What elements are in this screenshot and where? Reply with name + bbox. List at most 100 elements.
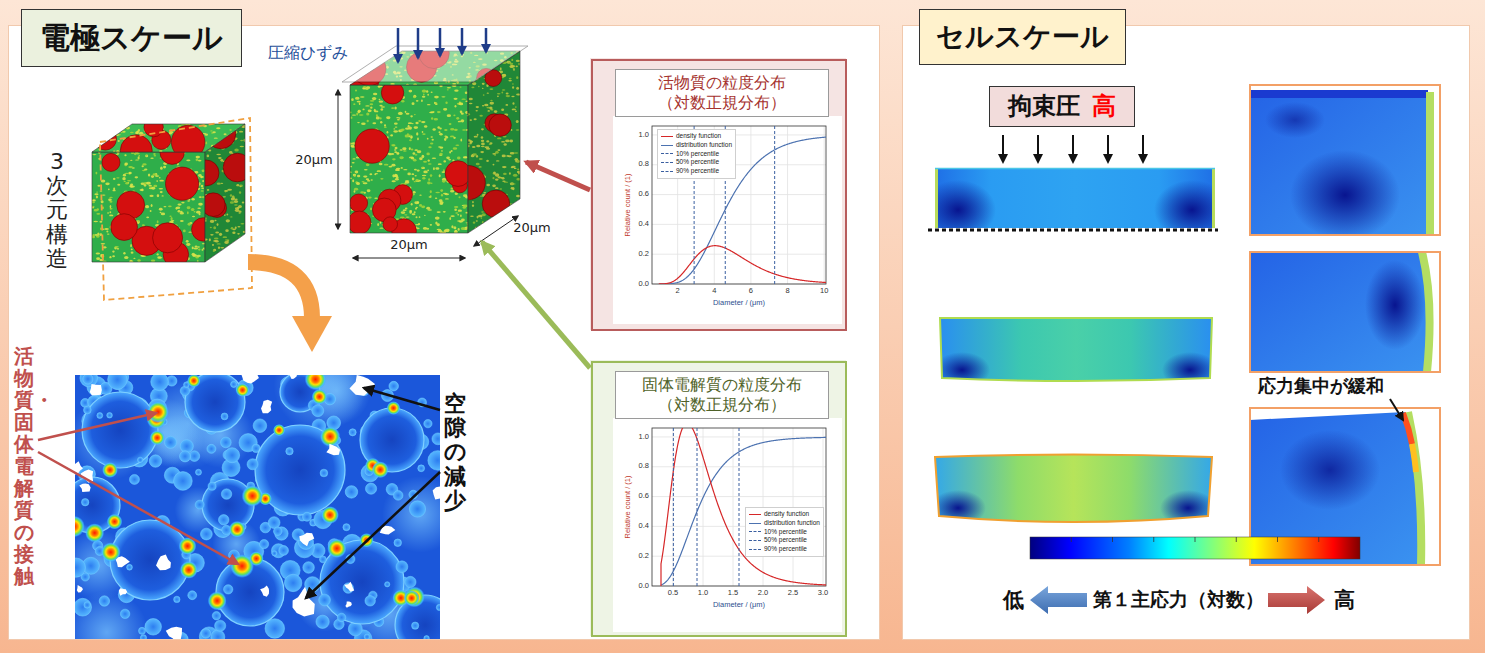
illustration-part	[145, 155, 147, 156]
illustration-part	[355, 54, 359, 55]
illustration-part	[113, 178, 116, 180]
illustration-part	[279, 546, 289, 556]
illustration-part	[374, 197, 378, 198]
illustration-part	[140, 189, 144, 191]
illustration-part	[415, 154, 418, 156]
illustration-part	[138, 627, 145, 634]
illustration-part	[319, 594, 331, 606]
illustration-part	[205, 124, 245, 262]
illustration-part	[473, 230, 477, 232]
illustration-part	[187, 206, 191, 209]
illustration-part	[273, 424, 285, 436]
illustration-part	[350, 145, 354, 147]
illustration-part	[694, 126, 695, 284]
illustration-part	[432, 433, 440, 445]
illustration-part	[428, 146, 431, 148]
illustration-part	[935, 168, 1215, 170]
illustration-part	[383, 217, 398, 232]
illustration-part	[345, 486, 357, 498]
illustration-part	[457, 157, 461, 160]
illustration-part	[414, 181, 416, 182]
illustration-part	[659, 126, 826, 284]
illustration-part	[109, 256, 111, 258]
illustration-part	[130, 184, 133, 186]
illustration-part	[368, 109, 372, 112]
illustration-part	[1212, 168, 1215, 228]
illustration-part	[454, 206, 458, 208]
illustration-part	[124, 256, 128, 259]
illustration-part	[131, 252, 134, 254]
illustration-part	[160, 191, 163, 193]
illustration-part	[415, 175, 417, 176]
illustration-part	[408, 122, 412, 124]
illustration-part	[414, 114, 416, 115]
illustration-part	[421, 99, 423, 101]
illustration-part	[511, 223, 514, 225]
illustration-part	[216, 127, 220, 129]
illustration-part	[206, 130, 210, 133]
illustration-part	[196, 211, 200, 214]
illustration-part	[96, 191, 98, 192]
illustration-part	[149, 455, 161, 467]
illustration-part	[105, 183, 109, 186]
illustration-part	[652, 254, 826, 255]
compression-arrow	[417, 28, 420, 58]
illustration-part	[455, 192, 458, 195]
compression-arrow	[397, 28, 400, 62]
illustration-part	[125, 182, 129, 184]
illustration-part	[242, 375, 259, 383]
illustration-part	[146, 182, 151, 185]
illustration-part	[348, 211, 371, 234]
illustration-part	[230, 554, 254, 578]
illustration-part	[117, 126, 121, 127]
illustration-part	[192, 255, 195, 256]
illustration-part	[109, 215, 113, 217]
illustration-part	[312, 405, 324, 417]
illustration-part	[110, 129, 114, 131]
illustration-part	[101, 243, 106, 244]
illustration-part	[421, 167, 423, 168]
illustration-part	[186, 159, 190, 161]
illustration-part	[152, 173, 156, 176]
illustration-part	[365, 483, 376, 494]
illustration-part	[395, 147, 398, 150]
illustration-part	[935, 168, 1215, 228]
illustration-part	[199, 196, 202, 198]
illustration-part	[461, 227, 466, 230]
illustration-part	[205, 124, 245, 262]
illustration-part	[107, 412, 113, 418]
illustration-part	[187, 211, 189, 214]
illustration-part	[92, 234, 95, 237]
illustration-part	[445, 161, 471, 187]
illustration-part	[435, 104, 437, 105]
illustration-part	[378, 170, 380, 171]
illustration-part	[229, 521, 246, 538]
illustration-part	[373, 56, 375, 58]
illustration-part	[510, 216, 512, 217]
illustration-part	[361, 64, 365, 65]
illustration-part	[180, 212, 184, 214]
illustration-part	[412, 622, 419, 629]
illustration-part	[201, 188, 204, 189]
illustration-part	[419, 195, 421, 196]
illustration-part	[355, 129, 389, 163]
illustration-part	[205, 142, 207, 145]
illustration-part	[763, 428, 764, 586]
illustration-part	[458, 102, 463, 105]
illustration-part	[145, 619, 162, 636]
illustration-part	[390, 83, 395, 85]
illustration-part	[461, 99, 465, 100]
illustration-part	[439, 174, 441, 177]
illustration-part	[447, 114, 451, 117]
illustration-part	[652, 126, 826, 284]
illustration-part	[351, 116, 353, 118]
illustration-part	[417, 169, 420, 171]
illustration-part	[367, 120, 369, 122]
illustration-part	[242, 485, 264, 507]
illustration-part	[427, 170, 429, 172]
illustration-part	[159, 180, 164, 182]
illustration-part	[697, 428, 698, 586]
illustration-part	[156, 554, 171, 570]
illustration-part	[327, 539, 347, 559]
illustration-part	[219, 130, 223, 132]
